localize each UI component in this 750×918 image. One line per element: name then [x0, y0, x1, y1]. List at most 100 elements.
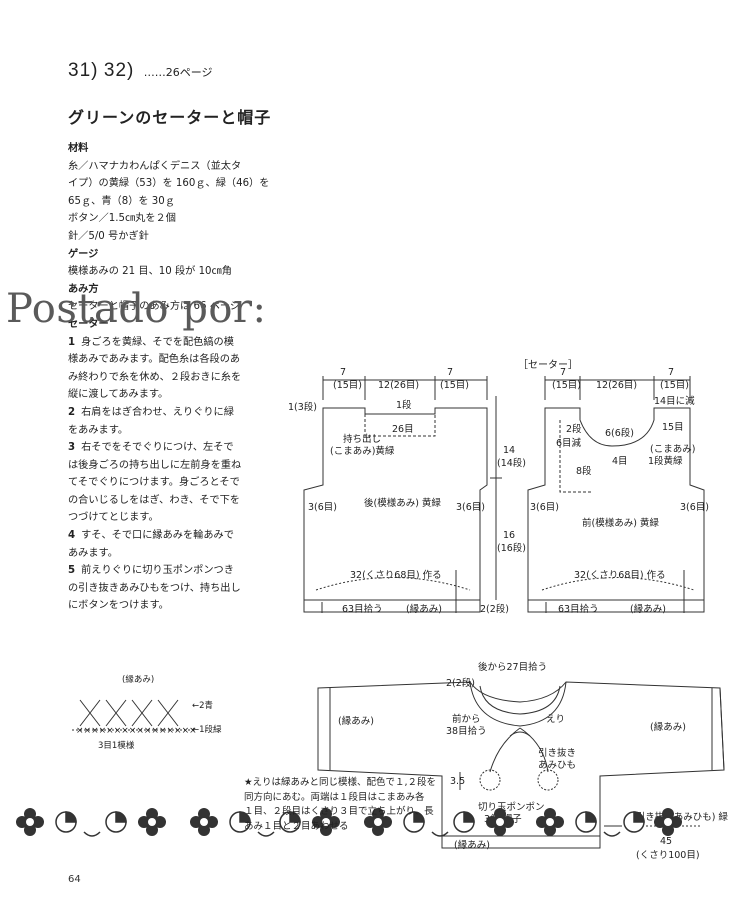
- note-line: １目、２段目はくさり３目で立ち上がり、長: [244, 806, 434, 817]
- front-dim-left: 7: [560, 367, 566, 378]
- step-line: 前えりぐりに切り玉ポンポンつき: [81, 565, 234, 577]
- cuff-left: (縁あみ): [338, 715, 374, 727]
- back-center-label: 後(模様あみ) 黄緑: [364, 497, 441, 509]
- decorative-border: [16, 808, 682, 837]
- collar-note: ★えりは緑あみと同じ模様、配色で１,２段を 同方向にあむ。両端は１段目はこまあみ…: [244, 776, 444, 834]
- back-cast-on: 32(くさり68目) 作る: [350, 569, 442, 581]
- step-line: 様あみであみます。配色糸は各段のあ: [68, 354, 241, 366]
- height-lower-rows: (16段): [497, 542, 526, 554]
- step-number: 1: [68, 336, 76, 348]
- height-upper-rows: (14段): [497, 457, 526, 469]
- front-edge: (縁あみ): [630, 603, 666, 615]
- pompom-left-icon: [479, 769, 501, 791]
- front-dim-middle: 12(26目): [596, 380, 637, 391]
- step-line: つづけてとじます。: [68, 512, 159, 524]
- cord-left: [489, 727, 521, 773]
- step-line: の引き抜きあみひもをつけ、持ち出し: [68, 582, 241, 594]
- step-line: にボタンをつけます。: [68, 600, 169, 612]
- front-neck-rows: 6(6段): [605, 427, 634, 439]
- height-upper: 14: [503, 445, 515, 456]
- step-line: 右肩をはぎ合わせ、えりぐりに緑: [81, 406, 234, 418]
- back-dim-middle: 12(26目): [378, 380, 419, 391]
- front-side-note: 14目に減: [654, 395, 695, 407]
- step-item: 1 身ごろを黄緑、そでを配色縞の模 様あみであみます。配色糸は各段のあ み終わりで…: [68, 334, 296, 404]
- materials-heading: 材料: [68, 143, 89, 154]
- back-dim-right-sts: (15目): [440, 380, 469, 391]
- front-armhole-left: 3(6目): [530, 502, 559, 513]
- materials-line: 65ｇ、青（8）を 30ｇ: [68, 195, 175, 207]
- front-neck-decrease: 6目減: [556, 437, 582, 449]
- front-shoulder-rows: 2段: [566, 423, 582, 435]
- back-hem-band: [303, 600, 481, 613]
- step-line: の合いじるしをはぎ、わき、そで下を: [68, 494, 240, 506]
- hem-label: (縁あみ): [454, 839, 490, 851]
- front-hem-band: [527, 600, 705, 613]
- back-pickup: 63目拾う: [342, 603, 383, 615]
- front-center-label: 前(模様あみ) 黄緑: [582, 517, 659, 529]
- instructions-column: 材料 糸／ハマナカわんぱくデニス（並太タ イプ）の黄緑（53）を 160ｇ、緑（…: [68, 140, 296, 615]
- pompom-right-icon: [537, 769, 559, 791]
- back-flap-color: (こまあみ)黄緑: [330, 445, 395, 457]
- pompom-height: 3.5: [450, 776, 465, 787]
- chart-repeat: 3目1模様: [98, 740, 135, 751]
- page-title: グリーンのセーターと帽子: [68, 108, 272, 127]
- front-neck-color: 1段黄緑: [648, 455, 683, 467]
- materials-line: 針／5/0 号かぎ針: [68, 230, 149, 242]
- front-dim-right-sts: (15目): [660, 380, 689, 391]
- cord-label-b: あみひも: [538, 760, 576, 771]
- front-neck-crochet: (こまあみ): [650, 444, 695, 455]
- step-line: 縦に渡してあみます。: [68, 389, 169, 401]
- step-line: てそでぐりにつけます。身ごろとそで: [68, 477, 240, 489]
- front-pickup-b: 38目拾う: [446, 725, 487, 737]
- back-dim-left-sts: (15目): [333, 380, 362, 391]
- gauge-line: 模様あみの 21 目、10 段が 10㎝角: [68, 266, 232, 278]
- height-lower: 16: [503, 530, 515, 541]
- step-line: すそ、そで口に縁あみを輪あみで: [81, 530, 234, 542]
- collar-outline: [469, 681, 567, 727]
- method-line: セーターと帽子のあみ方は 66 ページ: [68, 301, 241, 313]
- front-neck-sts: 15目: [662, 422, 684, 433]
- back-flap-label: 持ち出し: [343, 433, 381, 445]
- cord-right: [519, 727, 549, 773]
- gauge-heading: ゲージ: [68, 248, 99, 260]
- page-reference: ……26ページ: [143, 66, 213, 79]
- note-line: 同方向にあむ。両端は１段目はこまあみ各: [244, 791, 425, 803]
- cuff-right: (縁あみ): [650, 721, 686, 733]
- watermark: Postado por:: [6, 286, 267, 332]
- cord-chain: (くさり100目): [636, 850, 700, 861]
- back-dim-right: 7: [447, 367, 453, 378]
- step-line: は後身ごろの持ち出しに左前身を重ね: [68, 459, 242, 471]
- cord-length: 45: [660, 836, 672, 847]
- step-number: 2: [68, 406, 76, 418]
- pattern-number-header: 31) 32) ……26ページ: [68, 60, 213, 81]
- back-neck-sts: 26目: [392, 424, 414, 435]
- front-armhole-right: 3(6目): [680, 502, 709, 513]
- pattern-number-b: 32: [103, 60, 128, 81]
- collar-rows: 2(2段): [446, 677, 475, 689]
- step-line: 身ごろを黄緑、そでを配色縞の模: [81, 336, 234, 348]
- step-line: あみます。: [68, 547, 118, 559]
- cord-label-a: 引き抜き: [538, 747, 576, 759]
- front-cast-on: 32(くさり68目) 作る: [574, 569, 666, 581]
- front-drop-sts: 4目: [612, 456, 628, 467]
- back-neck-rows: 1段: [396, 399, 412, 411]
- collar-label: えり: [546, 714, 565, 725]
- back-armhole-left: 3(6目): [308, 502, 337, 513]
- pattern-number-a: 31: [68, 60, 92, 81]
- materials-line: イプ）の黄緑（53）を 160ｇ、緑（46）を: [68, 178, 270, 190]
- pompom-label: 切り玉ポンポン: [478, 802, 545, 813]
- step-line: み終わりで糸を休め、２段おきに糸を: [68, 371, 242, 383]
- back-hem-rows: 2(2段): [480, 603, 509, 615]
- front-pickup-a: 前から: [452, 713, 481, 725]
- materials-line: ボタン／1.5㎝丸を２個: [68, 213, 176, 225]
- chart-row-1: ←1段緑: [192, 724, 222, 735]
- front-dim-right: 7: [668, 367, 674, 378]
- back-armhole-right: 3(6目): [456, 502, 485, 513]
- chart-stitches: ××××××××××××××××: [76, 726, 197, 736]
- front-dim-left-sts: (15目): [552, 380, 581, 391]
- front-piece-outline: [527, 407, 705, 601]
